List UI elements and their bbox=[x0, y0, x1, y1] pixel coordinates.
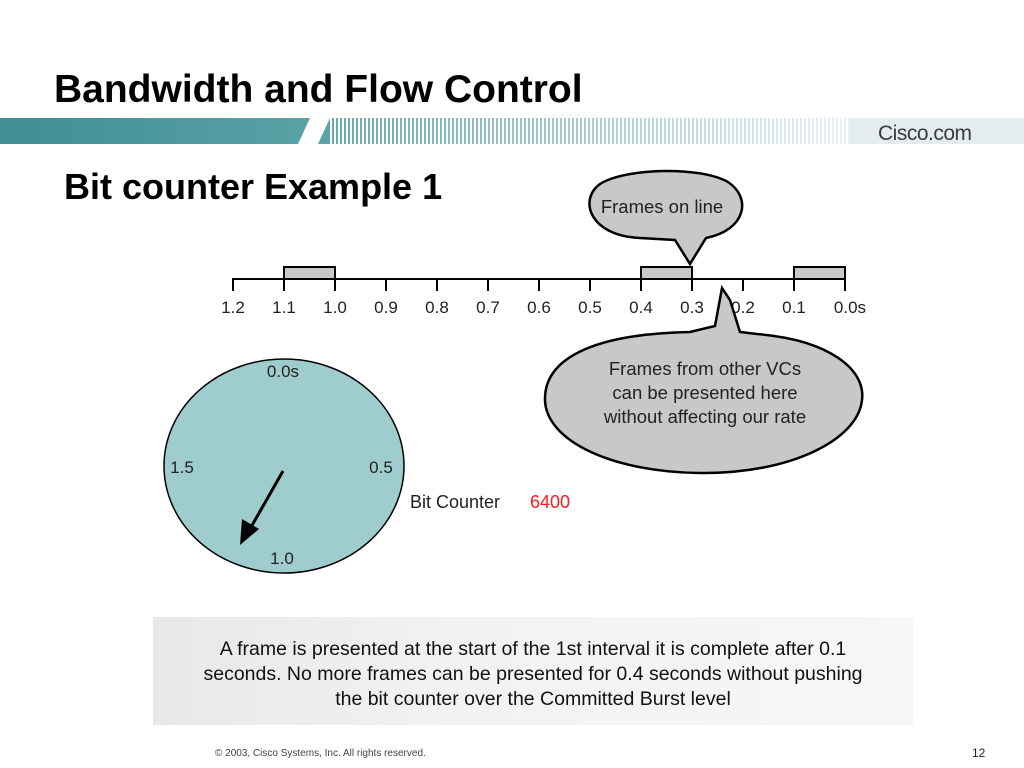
bit-counter-label: Bit Counter bbox=[410, 492, 500, 512]
other-vcs-line: without affecting our rate bbox=[603, 406, 806, 427]
frames-on-line-label: Frames on line bbox=[601, 196, 723, 217]
other-vcs-callout bbox=[543, 284, 864, 475]
dial-label-left: 1.5 bbox=[170, 458, 194, 477]
dial-label-right: 0.5 bbox=[369, 458, 393, 477]
tick-label: 0.1 bbox=[782, 298, 806, 317]
dial-face bbox=[163, 358, 405, 574]
tick-label: 0.8 bbox=[425, 298, 449, 317]
frames-on-line-callout bbox=[588, 169, 744, 267]
tick-label: 0.9 bbox=[374, 298, 398, 317]
other-vcs-line: Frames from other VCs bbox=[609, 358, 801, 379]
frame-block bbox=[793, 266, 846, 280]
caption-box: A frame is presented at the start of the… bbox=[153, 617, 913, 725]
tick-label: 0.3 bbox=[680, 298, 704, 317]
caption-text: A frame is presented at the start of the… bbox=[153, 637, 913, 712]
tick-label: 0.0s bbox=[834, 298, 866, 317]
copyright-footer: © 2003, Cisco Systems, Inc. All rights r… bbox=[215, 748, 426, 759]
slide-subtitle: Bit counter Example 1 bbox=[64, 166, 443, 207]
tick-label: 0.2 bbox=[731, 298, 755, 317]
tick-label: 0.6 bbox=[527, 298, 551, 317]
dial-label-top: 0.0s bbox=[267, 362, 299, 381]
caption-line: the bit counter over the Committed Burst… bbox=[335, 688, 731, 710]
caption-line: seconds. No more frames can be presented… bbox=[203, 663, 863, 685]
tick-label: 1.1 bbox=[272, 298, 296, 317]
caption-line: A frame is presented at the start of the… bbox=[219, 638, 847, 660]
bit-counter-value: 6400 bbox=[530, 492, 570, 512]
tick-label: 0.4 bbox=[629, 298, 653, 317]
dial-label-bottom: 1.0 bbox=[270, 549, 294, 568]
slide-title: Bandwidth and Flow Control bbox=[54, 68, 583, 111]
tick-label: 0.7 bbox=[476, 298, 500, 317]
tick-label: 0.5 bbox=[578, 298, 602, 317]
frame-block bbox=[640, 266, 693, 280]
dial-needle-icon bbox=[240, 470, 285, 545]
tick-label: 1.2 bbox=[221, 298, 245, 317]
other-vcs-line: can be presented here bbox=[612, 382, 797, 403]
frame-block bbox=[283, 266, 336, 280]
timeline-tick-marks bbox=[232, 279, 846, 291]
cisco-brand[interactable]: Cisco.com bbox=[878, 122, 972, 145]
page-number: 12 bbox=[972, 746, 986, 760]
tick-label: 1.0 bbox=[323, 298, 347, 317]
header-bar bbox=[0, 118, 1024, 144]
